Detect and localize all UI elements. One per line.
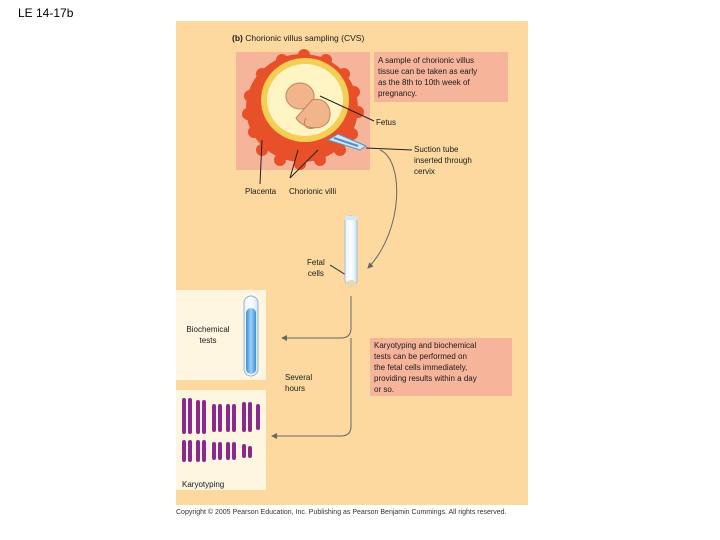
sample-callout-box	[374, 52, 508, 102]
biochemical-tests-label: Biochemical tests	[182, 324, 234, 346]
uterus-illustration	[242, 49, 364, 170]
fetal-cells-line: cells	[307, 269, 324, 278]
biochemical-line: tests	[199, 336, 217, 345]
karyotyping-note-line: tests can be performed on	[374, 352, 467, 361]
karyotyping-note-line: providing results within a day	[374, 374, 477, 383]
leader-lines	[259, 95, 413, 276]
panel-title: (b) Chorionic villus sampling (CVS)	[232, 33, 364, 44]
slide-label: LE 14-17b	[18, 6, 74, 20]
suction-tube	[326, 133, 368, 151]
karyotype-chromosomes	[182, 398, 260, 462]
suction-line: inserted through	[414, 156, 472, 165]
biochemical-tube	[243, 295, 259, 377]
branch-arrows	[271, 296, 352, 439]
karyotyping-note-line: the fetal cells immediately,	[374, 363, 468, 372]
panel-letter: (b)	[232, 33, 243, 43]
karyotyping-label: Karyotyping	[182, 480, 225, 489]
karyotyping-note: Karyotyping and biochemical tests can be…	[374, 340, 477, 395]
sample-line: A sample of chorionic villus	[378, 56, 475, 65]
sample-line: pregnancy.	[378, 89, 417, 98]
flow-arrow	[367, 149, 398, 269]
suction-tube-label: Suction tube inserted through cervix	[414, 144, 472, 177]
karyotyping-note-line: Karyotyping and biochemical	[374, 341, 477, 350]
fetal-cells-line: Fetal	[307, 258, 325, 267]
several-hours-line: Several	[285, 373, 313, 382]
fetus-label: Fetus	[376, 118, 397, 127]
fetus-shape	[285, 82, 331, 129]
suction-line: Suction tube	[414, 145, 459, 154]
chorionic-villi-label: Chorionic villi	[289, 187, 337, 196]
placenta-label: Placenta	[245, 187, 277, 196]
panel-title-text: Chorionic villus sampling (CVS)	[245, 33, 365, 43]
copyright: Copyright © 2005 Pearson Education, Inc.…	[176, 509, 507, 516]
karyotyping-note-box	[370, 338, 512, 396]
several-hours-label: Several hours	[285, 372, 312, 394]
suction-line: cervix	[414, 167, 435, 176]
sample-line: tissue can be taken as early	[378, 67, 478, 76]
several-hours-line: hours	[285, 384, 306, 393]
fetal-cells-tube	[344, 215, 358, 288]
fetal-cells-label: Fetal cells	[307, 257, 325, 279]
sample-line: as the 8th to 10th week of	[378, 78, 470, 87]
karyotyping-note-line: or so.	[374, 385, 395, 394]
sample-callout: A sample of chorionic villus tissue can …	[378, 55, 477, 99]
biochemical-line: Biochemical	[186, 325, 230, 334]
